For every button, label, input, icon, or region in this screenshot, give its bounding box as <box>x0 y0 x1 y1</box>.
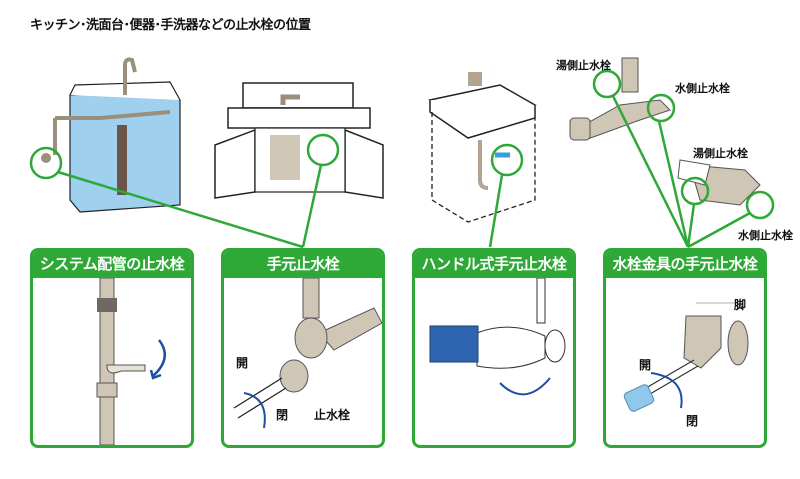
card-system-piping-valve: システム配管の止水栓 <box>30 248 194 448</box>
upper-hot-label: 湯側止水栓 <box>556 59 611 72</box>
basin-valve-circle <box>490 143 524 177</box>
system-valve-illustration <box>96 277 166 445</box>
card-title: システム配管の止水栓 <box>33 251 191 278</box>
page-title: キッチン･洗面台･便器･手洗器などの止水栓の位置 <box>30 18 311 33</box>
hand-valve-illustration <box>233 277 382 429</box>
valve-label: 止水栓 <box>314 408 351 422</box>
toilet-tank-illustration <box>41 57 181 213</box>
vanity-cabinet-illustration <box>214 82 384 199</box>
toilet-valve-circle <box>29 146 63 180</box>
lower-cold-circle <box>745 190 775 220</box>
turn-arrow-icon <box>152 339 166 377</box>
highlight-circles <box>29 69 775 220</box>
card-handle-type-valve: ハンドル式手元止水栓 <box>412 248 576 448</box>
card-faucet-fitting-valve: 水栓金具の手元止水栓 脚 開 閉 <box>603 248 767 448</box>
turn-arrow-icon <box>499 377 551 396</box>
upper-hot-circle <box>592 69 622 99</box>
faucet-fitting-illustration <box>623 302 749 412</box>
leg-label: 脚 <box>734 298 747 312</box>
close-label: 閉 <box>276 408 289 422</box>
upper-cold-label: 水側止水栓 <box>675 82 730 95</box>
rotate-arrow-icon <box>243 392 266 429</box>
card-title: 水栓金具の手元止水栓 <box>606 251 764 278</box>
close-label: 閉 <box>686 414 699 428</box>
hand-basin-illustration <box>428 72 537 223</box>
handle-valve-illustration <box>429 277 566 396</box>
faucet-illustrations <box>569 57 761 206</box>
card-title: 手元止水栓 <box>224 251 382 278</box>
open-label: 開 <box>639 358 652 372</box>
lower-cold-label: 水側止水栓 <box>738 229 793 242</box>
card-title: ハンドル式手元止水栓 <box>415 251 573 278</box>
lower-hot-label: 湯側止水栓 <box>693 147 748 160</box>
upper-cold-circle <box>646 93 676 123</box>
connector-lines <box>57 95 751 249</box>
vanity-valve-circle <box>306 133 340 167</box>
open-label: 開 <box>236 356 249 370</box>
lower-hot-circle <box>680 176 710 206</box>
rotate-arrow-icon <box>650 372 683 409</box>
card-hand-valve: 手元止水栓 開 閉 止水栓 <box>221 248 385 448</box>
